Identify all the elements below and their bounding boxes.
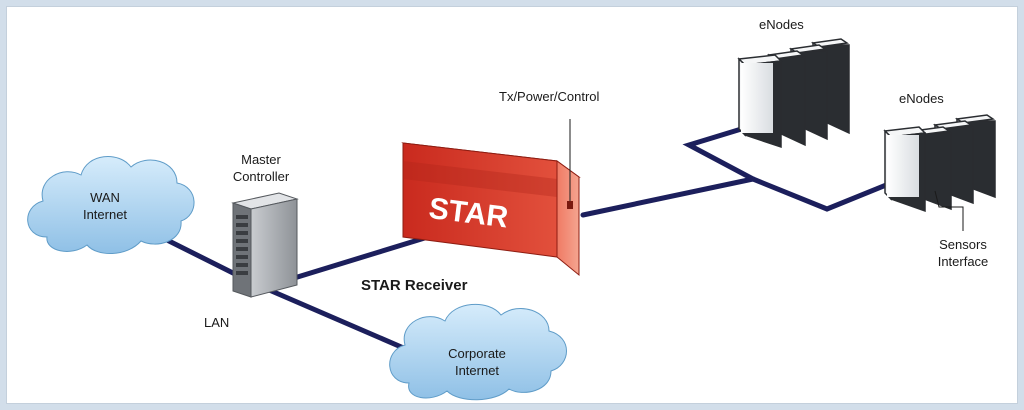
master-controller-server	[231, 192, 299, 298]
enode-right-1	[883, 126, 927, 213]
enodes-right-label: eNodes	[899, 91, 944, 106]
sensors-interface-label-line-2: Interface	[938, 254, 989, 269]
sensors-interface-leader	[934, 190, 964, 231]
link-star-to-junction	[580, 176, 756, 218]
enodes-top-label: eNodes	[759, 17, 804, 32]
tx-power-control-label: Tx/Power/Control	[499, 89, 600, 104]
star-receiver-label: STAR Receiver	[361, 277, 468, 294]
diagram-frame: WAN Internet Corporate Internet Master C…	[6, 6, 1018, 404]
link-controller-to-corporate	[250, 280, 432, 362]
server-drive-bays	[236, 215, 248, 275]
link-junction-to-enodes-right	[750, 176, 894, 212]
wan-cloud-line-2: Internet	[83, 207, 127, 222]
lan-label: LAN	[204, 315, 229, 330]
master-controller-label-line-2: Controller	[233, 169, 290, 184]
network-diagram: WAN Internet Corporate Internet Master C…	[27, 17, 996, 401]
sensors-interface-label-line-1: Sensors	[939, 237, 987, 252]
enodes-group-right	[883, 114, 996, 213]
corporate-cloud-line-2: Internet	[455, 363, 499, 378]
enodes-group-top	[737, 38, 850, 149]
enode-top-1	[737, 54, 783, 149]
master-controller-label-line-1: Master	[241, 152, 281, 167]
wan-internet-cloud: WAN Internet	[27, 156, 195, 255]
wan-cloud-line-1: WAN	[90, 190, 120, 205]
link-controller-to-star	[288, 230, 444, 282]
network-links	[138, 120, 894, 362]
star-tx-port	[567, 201, 573, 209]
corporate-internet-cloud: Corporate Internet	[389, 303, 567, 401]
corporate-cloud-line-1: Corporate	[448, 346, 506, 361]
link-junction-to-enodes-top	[682, 120, 764, 182]
star-receiver-device: STAR	[401, 142, 581, 277]
